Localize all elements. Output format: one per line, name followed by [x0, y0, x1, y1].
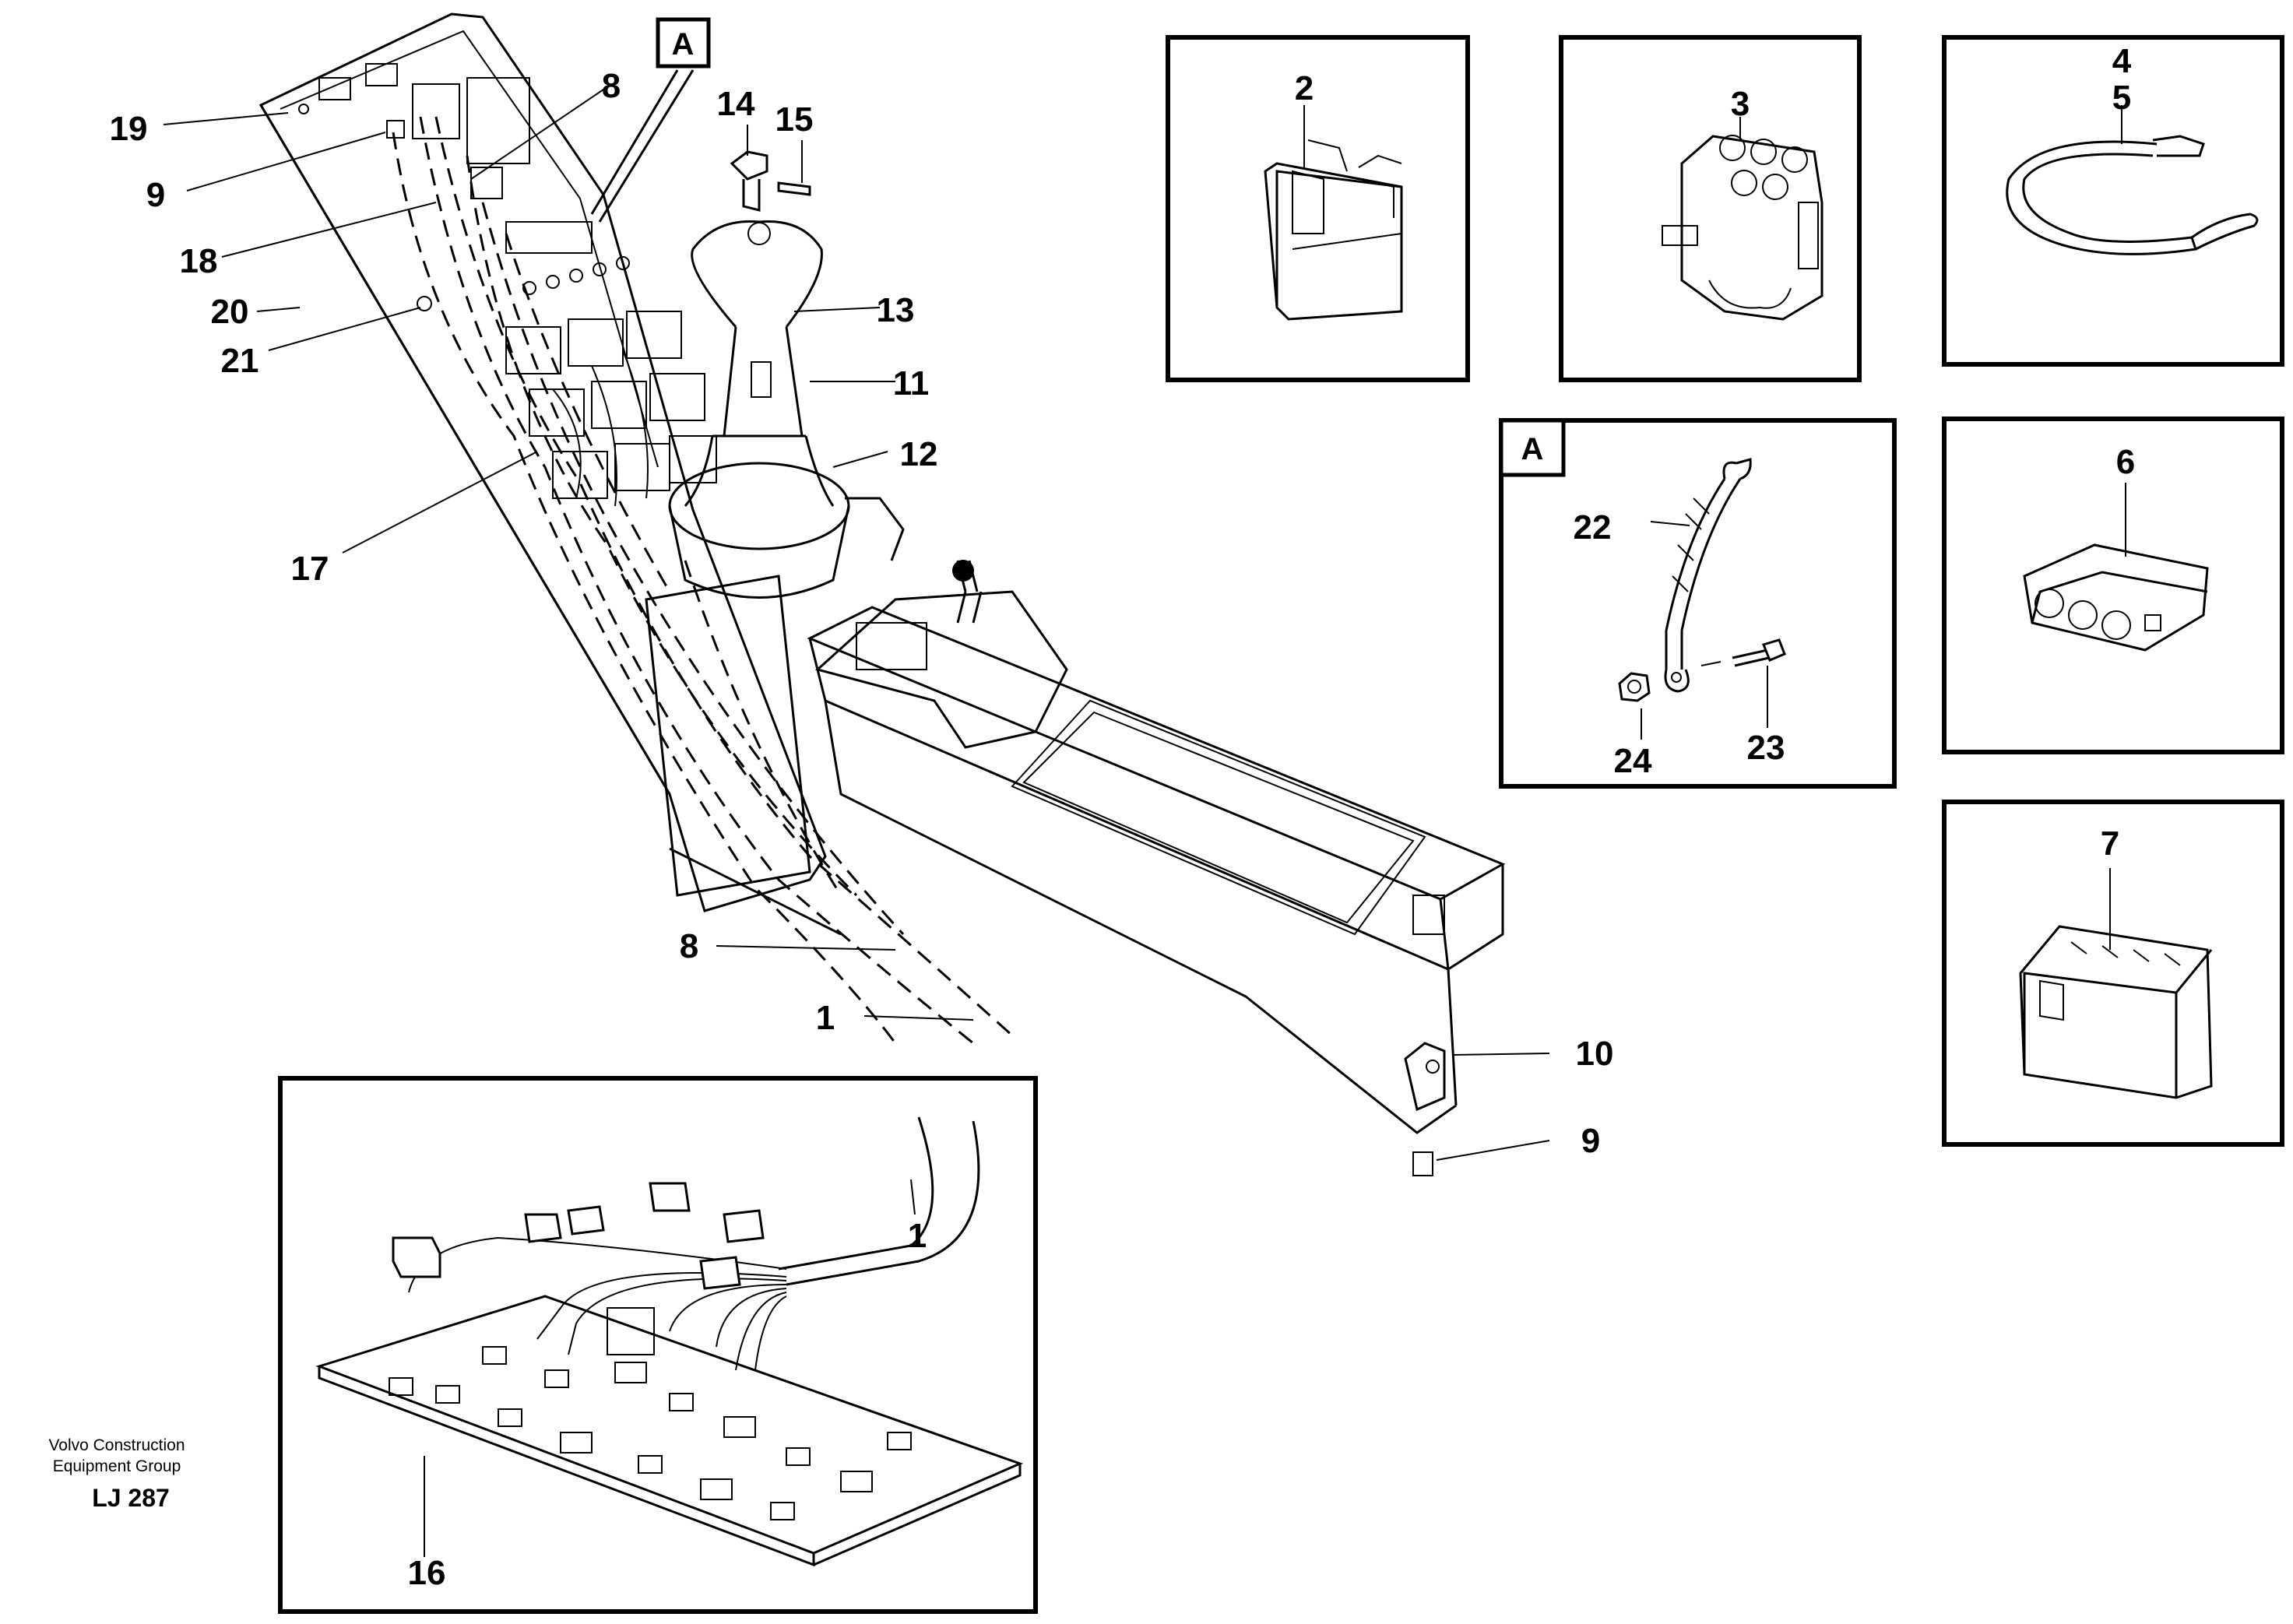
label-8-top: 8	[602, 67, 621, 105]
detail-box-2	[1166, 35, 1470, 382]
label-19: 19	[110, 110, 148, 148]
credit-block: Volvo Construction Equipment Group LJ 28…	[48, 1436, 185, 1512]
label-17: 17	[291, 550, 329, 588]
callout-a-main: A	[590, 17, 711, 223]
label-13: 13	[877, 291, 915, 329]
label-12: 12	[900, 435, 938, 473]
label-9-top: 9	[146, 176, 165, 214]
drawing-code: LJ 287	[92, 1484, 170, 1512]
detail-box-a: A	[1499, 418, 1897, 789]
detail-box-6	[1942, 417, 2284, 754]
label-3: 3	[1731, 85, 1750, 123]
label-8-bottom: 8	[680, 927, 698, 965]
detail-box-3	[1559, 35, 1862, 382]
credit-line-1: Volvo Construction	[48, 1436, 185, 1454]
label-11: 11	[893, 364, 930, 402]
label-5: 5	[2112, 79, 2131, 117]
label-15: 15	[775, 100, 814, 139]
label-20: 20	[211, 293, 249, 331]
label-23: 23	[1747, 729, 1785, 767]
label-9-bottom: 9	[1581, 1122, 1600, 1160]
credit-line-2: Equipment Group	[53, 1457, 181, 1475]
label-1-top: 1	[816, 999, 835, 1037]
inset-board	[278, 1076, 1038, 1614]
label-14: 14	[717, 85, 755, 123]
label-6: 6	[2116, 443, 2135, 481]
console-housing	[645, 560, 1506, 1176]
label-18: 18	[180, 242, 218, 280]
leader-lines	[163, 89, 1550, 1557]
control-lever	[668, 150, 905, 599]
callout-a-detail-text: A	[1521, 432, 1544, 466]
label-24: 24	[1614, 742, 1652, 780]
label-7: 7	[2101, 824, 2119, 863]
instrument-panel	[258, 12, 827, 912]
label-22: 22	[1574, 508, 1612, 547]
label-16: 16	[408, 1554, 446, 1592]
callout-a-main-text: A	[672, 27, 695, 62]
detail-box-7	[1942, 800, 2284, 1147]
label-10: 10	[1576, 1035, 1614, 1073]
label-2: 2	[1295, 69, 1314, 107]
label-1-inset: 1	[908, 1217, 927, 1255]
label-4: 4	[2112, 42, 2132, 80]
label-21: 21	[221, 342, 259, 380]
wiring-harness	[298, 104, 1014, 1045]
labels: 19 9 18 20 21 17 8 14 15 13 11 12 8 1 10…	[110, 42, 2136, 1592]
detail-box-4-5	[1942, 35, 2284, 367]
